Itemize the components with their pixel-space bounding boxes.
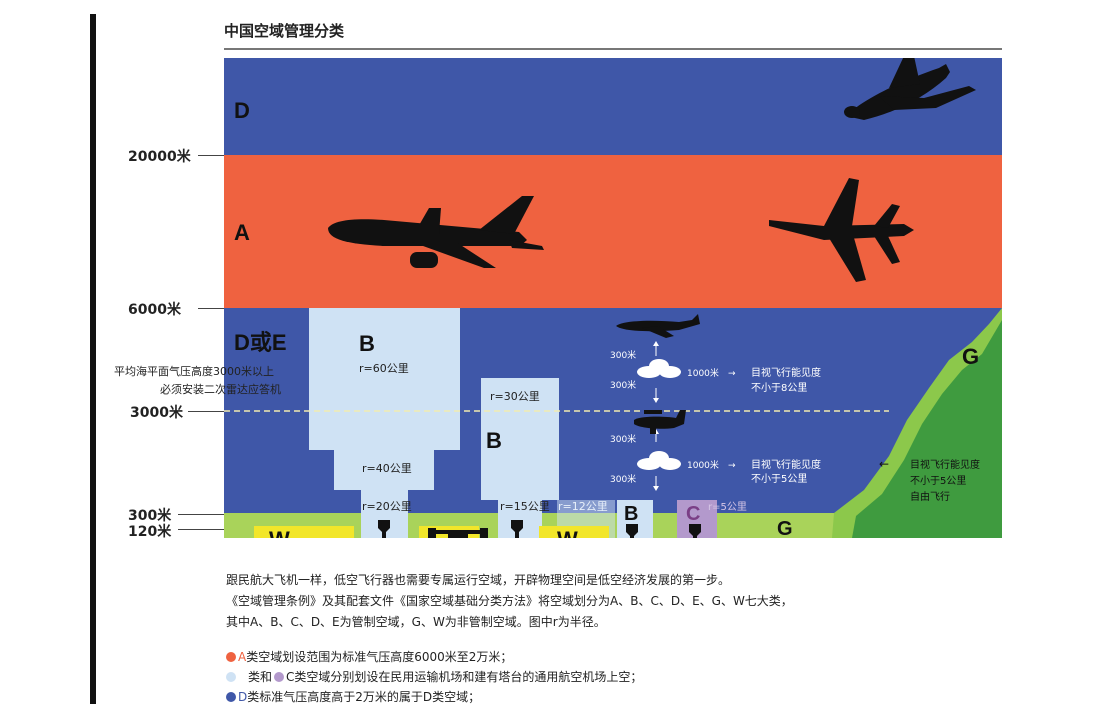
description-line-2: 《空域管理条例》及其配套文件《国家空域基础分类方法》将空域划分为A、B、C、D、… bbox=[226, 594, 793, 608]
bullet-class-d: D 类标准气压高度高于2万米的属于D类空域； bbox=[226, 688, 480, 705]
zone-b-small-letter: B bbox=[624, 503, 638, 525]
class-w-strip-3 bbox=[539, 526, 609, 538]
upper-separation-bottom: 300米 bbox=[610, 379, 636, 391]
zone-label-g-right: G bbox=[962, 344, 979, 369]
altitude-tick-120 bbox=[178, 529, 224, 530]
lower-visibility-text: 目视飞行能见度 bbox=[751, 458, 821, 471]
class-g-core bbox=[852, 320, 1002, 538]
class-b-text: 类和 bbox=[248, 670, 273, 684]
fighter-jet-icon bbox=[769, 178, 914, 282]
class-d-dot bbox=[226, 691, 236, 702]
zone-g-bottom: G bbox=[777, 518, 793, 538]
zone-b-mid-r15: r=15公里 bbox=[500, 500, 550, 513]
altitude-label-20000: 20000米 bbox=[128, 149, 191, 165]
class-b-large bbox=[309, 308, 460, 538]
g-note-line-1: 目视飞行能见度 bbox=[910, 458, 980, 471]
zone-w-1: W bbox=[269, 527, 290, 538]
lower-visibility-text-2: 不小于5公里 bbox=[751, 473, 807, 485]
class-a-dot bbox=[226, 651, 236, 662]
class-c-dot bbox=[274, 671, 285, 682]
class-a-text: 类空域划设范围为标准气压高度6000米至2万米； bbox=[246, 650, 513, 664]
class-d-letter: D bbox=[238, 689, 248, 704]
upper-visibility-text-2: 不小于8公里 bbox=[751, 382, 807, 394]
class-a-letter: A bbox=[238, 649, 247, 664]
space-shuttle-icon bbox=[844, 58, 976, 120]
left-margin-bar bbox=[90, 14, 96, 704]
zone-b-large-r20: r=20公里 bbox=[362, 500, 412, 513]
zone-b-large-letter: B bbox=[359, 331, 375, 356]
description-line-1: 跟民航大飞机一样，低空飞行器也需要专属运行空域，开辟物理空间是低空经济发展的第一… bbox=[226, 573, 731, 587]
altitude-label-3000: 3000米 bbox=[130, 405, 183, 421]
class-b-dot bbox=[226, 671, 236, 682]
zone-b-large-r60: r=60公里 bbox=[359, 362, 409, 375]
g-note-arrow: ← bbox=[879, 457, 889, 471]
description-line-3: 其中A、B、C、D、E为管制空域，G、W为非管制空域。图中r为半径。 bbox=[226, 615, 606, 629]
upper-arrowhead-down bbox=[653, 398, 659, 403]
transponder-note-line-2: 必须安装二次雷达应答机 bbox=[160, 383, 281, 396]
zone-r12: r=12公里 bbox=[558, 500, 608, 513]
title-divider bbox=[224, 48, 1002, 50]
zone-w-2: W bbox=[557, 527, 578, 538]
airliner-icon bbox=[328, 196, 544, 268]
class-c-text: C类空域分别划设在民用运输机场和建有塔台的通用航空机场上空； bbox=[286, 670, 643, 684]
cloud-icon-lower bbox=[637, 451, 681, 470]
zone-label-d-top: D bbox=[234, 98, 250, 123]
transponder-note-line-1: 平均海平面气压高度3000米以上 bbox=[114, 365, 274, 378]
upper-visibility-text: 目视飞行能见度 bbox=[751, 366, 821, 379]
class-w-strip-1 bbox=[254, 526, 354, 538]
bullet-class-b-c: 类和 C类空域分别划设在民用运输机场和建有塔台的通用航空机场上空； bbox=[226, 668, 642, 685]
lower-visibility-value: 1000米 bbox=[687, 459, 719, 471]
small-plane-icon bbox=[634, 410, 686, 434]
drone-icon bbox=[428, 528, 488, 538]
lower-visibility-arrow: → bbox=[728, 461, 736, 471]
lower-arrowhead-down bbox=[653, 486, 659, 491]
g-note-line-3: 自由飞行 bbox=[910, 490, 950, 503]
class-b-mid bbox=[481, 378, 559, 538]
control-tower-icon-1 bbox=[378, 520, 390, 538]
class-d-text: 类标准气压高度高于2万米的属于D类空域； bbox=[247, 690, 481, 704]
altitude-label-120: 120米 bbox=[128, 524, 172, 540]
zone-label-a: A bbox=[234, 220, 250, 245]
altitude-tick-3000 bbox=[188, 411, 224, 412]
bullet-class-a: A 类空域划设范围为标准气压高度6000米至2万米； bbox=[226, 648, 512, 665]
lower-separation-bottom: 300米 bbox=[610, 473, 636, 485]
altitude-tick-6000 bbox=[198, 308, 224, 309]
altitude-tick-300 bbox=[178, 514, 224, 515]
airspace-diagram: D A D或E G B r=60公里 r=40公里 r=20公里 r=30公里 … bbox=[224, 58, 1002, 538]
upper-arrowhead-up bbox=[653, 341, 659, 346]
upper-separation-top: 300米 bbox=[610, 349, 636, 361]
control-tower-icon-4 bbox=[689, 524, 701, 538]
lower-separation-top: 300米 bbox=[610, 433, 636, 445]
cloud-icon-upper bbox=[637, 359, 681, 378]
control-tower-icon-2 bbox=[511, 520, 523, 538]
g-note-line-2: 不小于5公里 bbox=[910, 475, 966, 487]
zone-c-radius: r=5公里 bbox=[708, 501, 747, 513]
altitude-label-300: 300米 bbox=[128, 508, 172, 524]
zone-label-d-e: D或E bbox=[234, 330, 287, 355]
zone-b-mid-r30: r=30公里 bbox=[490, 390, 540, 403]
zone-c-letter: C bbox=[686, 503, 700, 525]
altitude-label-6000: 6000米 bbox=[128, 302, 181, 318]
upper-visibility-arrow: → bbox=[728, 369, 736, 379]
zone-b-large-r40: r=40公里 bbox=[362, 462, 412, 475]
altitude-tick-20000 bbox=[198, 155, 224, 156]
upper-visibility-value: 1000米 bbox=[687, 367, 719, 379]
zone-b-mid-letter: B bbox=[486, 428, 502, 453]
business-jet-icon bbox=[616, 314, 700, 338]
page-title: 中国空域管理分类 bbox=[224, 22, 345, 40]
control-tower-icon-3 bbox=[626, 524, 638, 538]
